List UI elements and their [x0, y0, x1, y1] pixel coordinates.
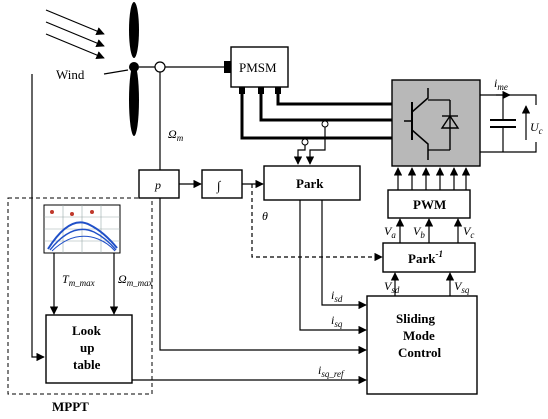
lookup-line-3: table [73, 357, 101, 372]
smc-line-2: Mode [403, 328, 435, 343]
coupling [224, 61, 231, 73]
wind-to-turbine [103, 69, 129, 75]
omega-line [157, 72, 161, 174]
mppt-region [7, 197, 153, 395]
omega-m-label: Ωm [168, 127, 184, 143]
smc-line-3: Control [398, 345, 441, 360]
park-block [263, 165, 361, 201]
smc-voltage-outputs [390, 272, 455, 296]
pole-pairs-block [138, 169, 180, 199]
pwm-label: PWM [413, 197, 446, 212]
converter-block [391, 79, 481, 167]
lookup-line-2: up [80, 340, 94, 355]
turbine-icon [129, 2, 139, 136]
phase-lines [240, 94, 392, 140]
lookup-table-block [45, 314, 133, 384]
smc-line-1: Sliding [396, 311, 436, 326]
vc-label: Vc [463, 224, 474, 240]
power-curve-icon [43, 204, 121, 254]
vsd-label: Vsd [384, 279, 400, 295]
vb-label: Vb [413, 224, 425, 240]
theta-line [251, 184, 383, 262]
va-label: Va [384, 224, 396, 240]
tm-max-label: Tm_max [62, 272, 95, 288]
uc-label: Uc [530, 120, 543, 136]
p-label: p [154, 178, 161, 192]
omega-to-smc [159, 198, 367, 355]
isd-line [321, 200, 367, 310]
smc-block [366, 295, 478, 395]
current-taps [293, 120, 329, 165]
pwm-block [387, 189, 471, 219]
mppt-label: MPPT [52, 399, 89, 414]
pwm-gate-signals [393, 167, 471, 190]
omega-mmax-label: Ωm_max [118, 272, 153, 288]
pmsm-label: PMSM [239, 60, 277, 75]
wind-feed-line [31, 74, 45, 362]
speed-sensor [154, 61, 166, 73]
integral-label: ∫ [216, 178, 222, 194]
isq-label: isq [331, 313, 343, 329]
isd-label: isd [331, 288, 343, 304]
park-inverse-block [382, 242, 476, 273]
isq-ref-label: isq_ref [318, 363, 345, 379]
park-inv-outputs [395, 218, 463, 243]
park-inv-label: Park-1 [408, 249, 443, 266]
ime-label: ime [494, 76, 508, 92]
dc-link [480, 90, 537, 153]
wind-arrows [45, 9, 105, 59]
lookup-line-1: Look [72, 323, 102, 338]
wind-label: Wind [56, 67, 85, 82]
integrator-block [201, 169, 243, 199]
theta-label: θ [262, 209, 268, 223]
park-label: Park [296, 176, 324, 191]
isq-line [299, 200, 367, 335]
vsq-label: Vsq [454, 279, 470, 295]
